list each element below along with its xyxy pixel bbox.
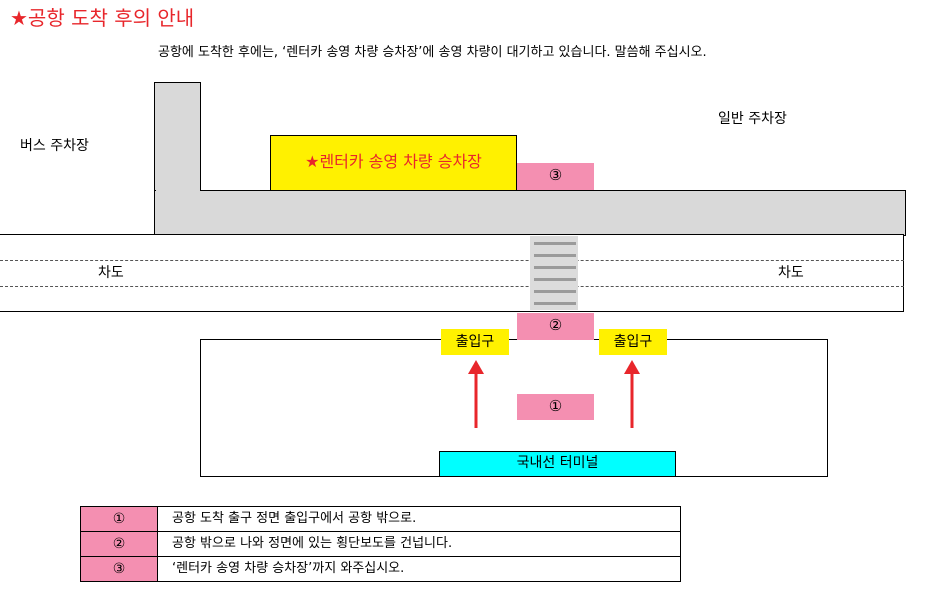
- crosswalk: [530, 236, 578, 310]
- lane-line-bottom: [0, 286, 904, 287]
- page-title: ★공항 도착 후의 안내: [10, 6, 195, 30]
- crosswalk-stripe: [534, 278, 576, 281]
- crosswalk-stripe: [534, 242, 576, 245]
- lane-line-top: [0, 260, 904, 261]
- sidewalk-horizontal: [154, 190, 906, 236]
- intro-text: 공항에 도착한 후에는, ‘렌터카 송영 차량 승차장’에 송영 차량이 대기하…: [158, 45, 707, 60]
- entrance-right-label: 출입구: [599, 329, 667, 355]
- legend-number: ②: [80, 531, 158, 557]
- roadway: [0, 234, 904, 312]
- domestic-terminal-label: 국내선 터미널: [439, 451, 676, 477]
- sidewalk-joint: [155, 188, 200, 198]
- pickup-area: ★렌터카 송영 차량 승차장: [270, 135, 517, 191]
- legend-number: ③: [80, 556, 158, 582]
- legend-row: ② 공항 밖으로 나와 정면에 있는 횡단보도를 건넙니다.: [80, 531, 681, 557]
- legend-row: ① 공항 도착 출구 정면 출입구에서 공항 밖으로.: [80, 506, 681, 532]
- pickup-area-label: ★렌터카 송영 차량 승차장: [305, 152, 482, 171]
- marker-2: ②: [517, 313, 594, 340]
- legend-text: ‘렌터카 송영 차량 승차장’까지 와주십시오.: [157, 556, 681, 582]
- legend-number: ①: [80, 506, 158, 532]
- general-parking-label: 일반 주차장: [718, 111, 787, 127]
- arrow-up-icon: [624, 360, 640, 428]
- legend-text: 공항 밖으로 나와 정면에 있는 횡단보도를 건넙니다.: [157, 531, 681, 557]
- legend-table: ① 공항 도착 출구 정면 출입구에서 공항 밖으로. ② 공항 밖으로 나와 …: [80, 506, 681, 582]
- marker-3: ③: [517, 163, 594, 190]
- legend-text: 공항 도착 출구 정면 출입구에서 공항 밖으로.: [157, 506, 681, 532]
- roadway-label-left: 차도: [98, 265, 124, 281]
- entrance-left-label: 출입구: [441, 329, 509, 355]
- legend-row: ③ ‘렌터카 송영 차량 승차장’까지 와주십시오.: [80, 556, 681, 582]
- crosswalk-stripe: [534, 254, 576, 257]
- crosswalk-stripe: [534, 290, 576, 293]
- crosswalk-stripe: [534, 302, 576, 305]
- bus-parking-label: 버스 주차장: [20, 138, 89, 154]
- roadway-label-right: 차도: [778, 265, 804, 281]
- arrow-up-icon: [468, 360, 484, 428]
- marker-1: ①: [517, 394, 594, 420]
- crosswalk-stripe: [534, 266, 576, 269]
